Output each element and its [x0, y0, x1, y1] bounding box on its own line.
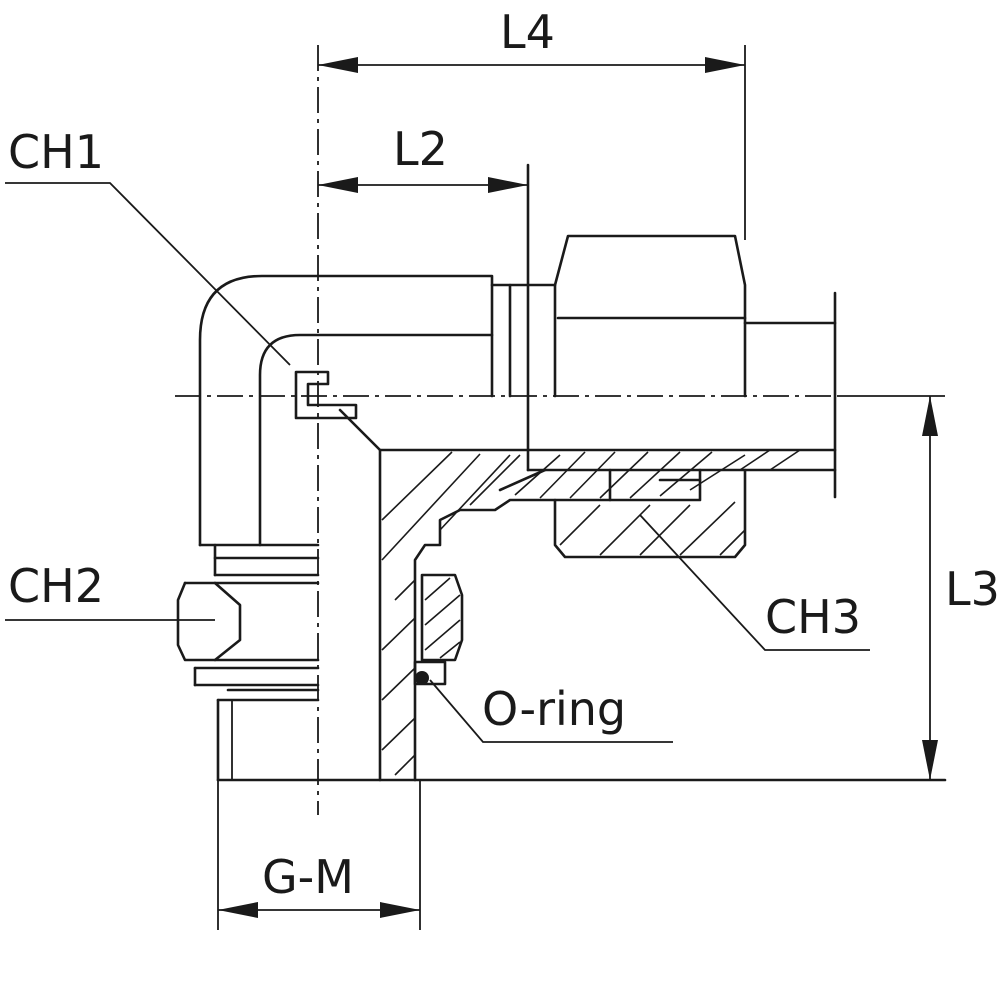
- label-ch2: CH2: [8, 559, 104, 613]
- center-lines: [175, 45, 840, 815]
- label-ch1: CH1: [8, 125, 104, 179]
- oring-seal: [413, 573, 464, 686]
- label-ch3: CH3: [765, 590, 861, 644]
- swivel-nut-top: [553, 234, 837, 499]
- label-l2: L2: [393, 122, 448, 176]
- label-l4: L4: [500, 5, 555, 59]
- label-gm: G-M: [262, 850, 354, 904]
- label-oring: O-ring: [482, 682, 626, 736]
- retaining-clip: [294, 370, 358, 420]
- lock-nut-bottom: [176, 543, 947, 782]
- elbow-body: [198, 274, 557, 547]
- dimension-lines: [217, 45, 945, 930]
- leader-lines: [5, 182, 870, 743]
- label-l3: L3: [945, 562, 1000, 616]
- section-body: [338, 163, 837, 782]
